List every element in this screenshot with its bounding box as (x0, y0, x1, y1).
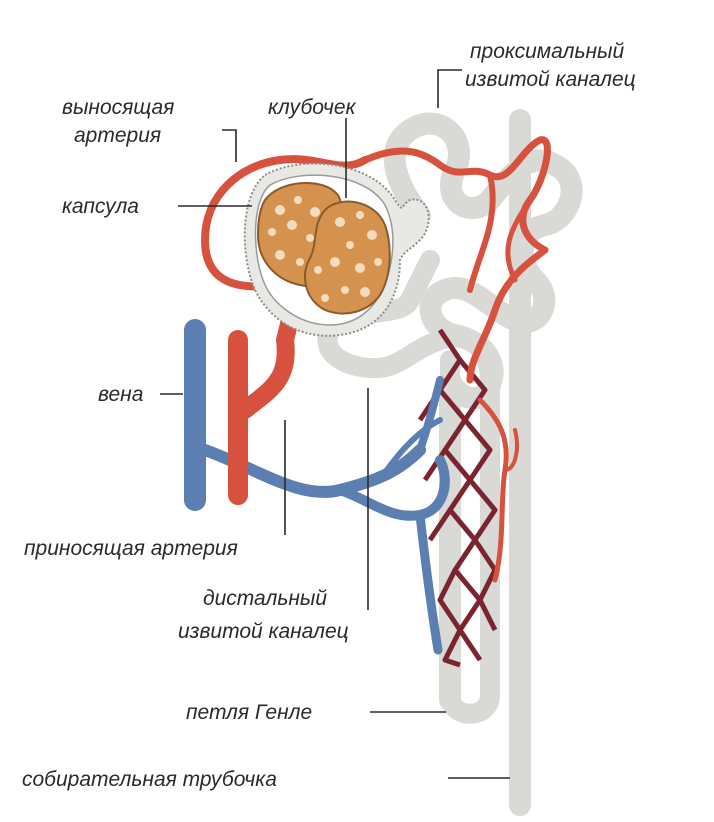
artery-network (201, 136, 551, 583)
label-afferent: приносящая артерия (24, 537, 238, 560)
label-henle: петля Генле (186, 701, 312, 724)
glomerulus (256, 182, 391, 315)
leader-efferent (222, 129, 237, 162)
leader-lines (160, 69, 510, 779)
label-efferent-line2: артерия (74, 124, 161, 147)
label-proximal-line2: извитой каналец (465, 68, 636, 91)
label-collecting: собирательная трубочка (22, 768, 277, 791)
label-vein: вена (98, 383, 143, 406)
label-capsule: капсула (62, 195, 139, 218)
label-distal-line2: извитой каналец (178, 620, 349, 643)
label-proximal-line1: проксимальный (470, 40, 625, 63)
label-glomerulus: клубочек (268, 96, 357, 119)
leader-proximal (437, 69, 462, 108)
henle-loop (440, 350, 500, 724)
label-distal-line1: дистальный (203, 587, 327, 610)
label-efferent-line1: выносящая (62, 96, 174, 119)
